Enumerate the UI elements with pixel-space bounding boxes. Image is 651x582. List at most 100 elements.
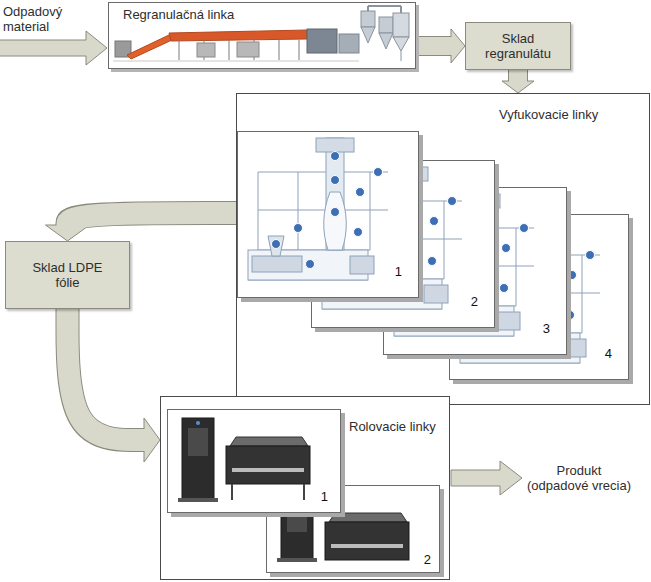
tower-base (277, 558, 317, 562)
marker-dot (428, 257, 437, 266)
blowing-line-drawing (248, 138, 388, 280)
output-arrow (451, 461, 522, 495)
marker-dot (294, 224, 303, 233)
platform-line (258, 210, 388, 211)
flow-arrow (416, 29, 465, 63)
section-title: Vyfukovacie linky (499, 107, 598, 122)
machine-frame: 1 (167, 409, 341, 513)
scaffold-line (444, 201, 445, 279)
arrow-head (502, 81, 534, 93)
blowing-line-drawing (322, 167, 462, 309)
marker-dot (477, 208, 486, 217)
marker-dot (346, 269, 355, 278)
output-slot (331, 544, 403, 548)
control-panel (188, 428, 208, 456)
process-panel: Vyfukovacie linky1234 (236, 93, 650, 405)
silo-cone (393, 37, 409, 51)
platform-line (470, 293, 600, 294)
blowing-line-drawing (394, 194, 534, 336)
marker-dot (418, 296, 427, 305)
scaffold-line (404, 228, 405, 336)
cyclone (379, 17, 393, 33)
extruder (252, 256, 302, 272)
machine-lid (329, 513, 407, 522)
film-bubble (324, 192, 347, 250)
marker-dot (452, 316, 461, 325)
cyclone (361, 11, 375, 27)
film-bubble (470, 248, 493, 306)
scaffold-line (516, 228, 517, 306)
film-tower (400, 167, 418, 279)
callout-number: 2 (424, 552, 431, 567)
winder (496, 312, 520, 330)
marker-dot (440, 280, 449, 289)
storage-box: Sklad regranulátu (465, 22, 571, 70)
marker-dot (566, 311, 575, 320)
rolling-machine-drawing (277, 494, 409, 562)
film-tower (538, 221, 556, 333)
marker-dot (543, 291, 552, 300)
silo (393, 13, 409, 37)
scaffold-line (444, 228, 445, 336)
scaffold-line (372, 201, 373, 309)
status-light (295, 497, 299, 501)
pelletizer (339, 34, 359, 53)
scaffold-line (332, 201, 333, 309)
platform-line (470, 255, 600, 256)
flow-arrow (502, 70, 534, 93)
machine-leg (303, 484, 305, 500)
winder (424, 285, 448, 303)
label-slot: Produkt (odpadové vrecia) (526, 463, 632, 493)
machine-leg (231, 484, 233, 500)
cyclone-cone (379, 33, 393, 49)
marker-dot (448, 197, 457, 206)
callout-number: 4 (605, 346, 612, 361)
marker-dot (502, 244, 511, 253)
nip-unit (462, 194, 500, 208)
winder (350, 256, 374, 274)
callout-number: 1 (395, 264, 402, 279)
rolling-machine-drawing (178, 418, 310, 502)
marker-dot (484, 323, 493, 332)
washing-conveyor (169, 30, 307, 41)
support-leg (179, 40, 180, 60)
marker-dot (543, 235, 552, 244)
platform-line (258, 172, 388, 173)
marker-dot (405, 205, 414, 214)
marker-dot (405, 181, 414, 190)
input-arrow (0, 31, 107, 65)
marker-dot (331, 208, 340, 217)
process-frame: Regranulačná linka (108, 2, 416, 69)
extruder (307, 29, 337, 53)
marker-dot (586, 251, 595, 260)
label-slot: Odpadový material (3, 4, 75, 34)
machine-lid (230, 437, 308, 446)
silo-leg (401, 51, 402, 61)
scaffold-line (582, 255, 583, 333)
marker-dot (543, 259, 552, 268)
section-title: Rolovacie linky (349, 419, 436, 434)
marker-dot (356, 188, 365, 197)
machine-frame: 1 (237, 131, 419, 298)
pipe (368, 5, 401, 7)
arrow-body (509, 70, 527, 83)
extruder (326, 285, 376, 301)
callout-number: 2 (471, 294, 478, 309)
tower-base (178, 498, 218, 502)
floor-line (113, 61, 359, 62)
flow-arrow (68, 309, 161, 462)
support-leg (299, 40, 300, 60)
output-slot (232, 468, 304, 472)
marker-dot (405, 237, 414, 246)
marker-dot (518, 343, 527, 352)
marker-dot (331, 176, 340, 185)
winder (562, 339, 586, 357)
machine-body (325, 522, 409, 560)
platform-line (404, 266, 534, 267)
scaffold-line (510, 255, 511, 363)
machine-tower (182, 418, 214, 500)
film-bubble (398, 221, 421, 279)
film-bubble (536, 275, 559, 333)
platform-line (332, 201, 462, 202)
marker-dot (380, 289, 389, 298)
